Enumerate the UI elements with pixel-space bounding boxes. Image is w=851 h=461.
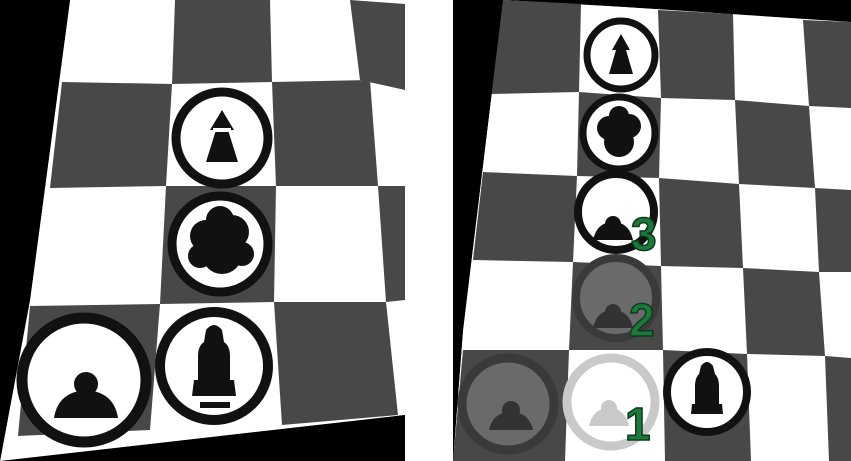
board-square-dark	[815, 188, 851, 272]
step-number-3: 3	[631, 208, 657, 260]
board-square-dark	[735, 100, 815, 188]
board-square-dark	[50, 82, 172, 188]
board-square-dark	[274, 302, 398, 425]
board-view-right: 3 2 1	[453, 0, 851, 461]
piece-king[interactable]	[160, 312, 268, 420]
board-square-dark	[659, 178, 743, 268]
piece-bishop[interactable]	[587, 21, 655, 89]
piece-bishop[interactable]	[176, 92, 268, 184]
piece-lion[interactable]	[583, 97, 655, 169]
board-square-dark	[272, 80, 378, 186]
board-square-dark	[743, 268, 825, 356]
piece-pawn-step-1[interactable]: 1	[567, 358, 655, 450]
board-square-dark	[473, 172, 577, 262]
step-number-1: 1	[625, 398, 651, 450]
board-square-dark	[825, 356, 851, 461]
board-square-dark	[491, 0, 581, 94]
piece-pawn-ghost-origin[interactable]	[462, 358, 554, 450]
board-right: 3 2 1	[453, 0, 851, 461]
board-view-left	[0, 0, 405, 461]
step-number-2: 2	[629, 294, 655, 346]
board-square-dark	[803, 20, 851, 108]
piece-king[interactable]	[667, 352, 747, 432]
board-square-dark	[172, 0, 272, 84]
board-square-dark	[658, 10, 735, 100]
piece-pawn[interactable]	[22, 318, 146, 442]
piece-lion[interactable]	[172, 196, 268, 292]
board-left	[0, 0, 405, 461]
